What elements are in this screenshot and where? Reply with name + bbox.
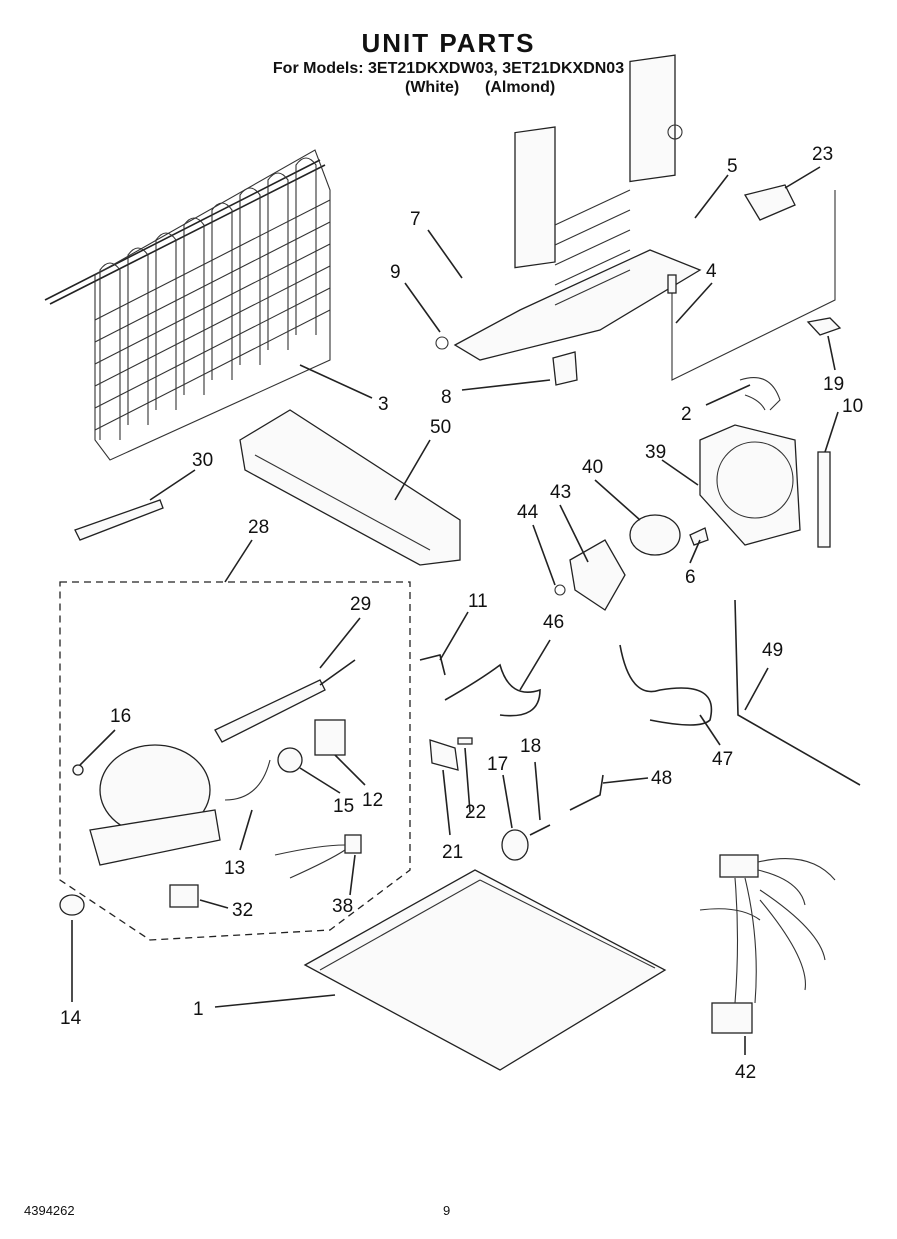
overload-15 <box>277 747 303 773</box>
callout-50: 50 <box>430 417 451 438</box>
clip-11 <box>419 654 446 676</box>
callout-44: 44 <box>517 502 539 523</box>
callout-1: 1 <box>193 999 204 1020</box>
callout-43: 43 <box>550 482 571 503</box>
callout-40: 40 <box>582 457 603 478</box>
callout-5: 5 <box>727 156 738 177</box>
callout-22: 22 <box>465 802 486 823</box>
bracket-8 <box>552 351 578 386</box>
base-pan-1 <box>303 869 667 1071</box>
callout-15: 15 <box>333 796 354 817</box>
callout-32: 32 <box>232 900 253 921</box>
callout-47: 47 <box>712 749 733 770</box>
clip-19 <box>806 317 842 336</box>
callout-21: 21 <box>442 842 463 863</box>
callout-19: 19 <box>823 374 844 395</box>
drain-trough-50 <box>239 409 461 566</box>
tube-49 <box>734 599 861 786</box>
defrost-terminator-wire <box>671 190 836 381</box>
callout-46: 46 <box>543 612 564 633</box>
coil-rail <box>94 309 331 431</box>
roller-17 <box>501 829 529 861</box>
coil-rail <box>94 221 331 343</box>
callout-7: 7 <box>410 209 421 230</box>
cord-2 <box>739 376 781 411</box>
screw-6 <box>689 527 709 546</box>
callout-48: 48 <box>651 768 672 789</box>
callout-42: 42 <box>735 1062 756 1083</box>
page-title: UNIT PARTS <box>361 28 536 58</box>
relay-12 <box>314 719 346 756</box>
model-numbers: For Models: 3ET21DKXDW03, 3ET21DKXDN03 <box>272 60 625 77</box>
callout-4: 4 <box>706 261 717 282</box>
evaporator-assembly <box>435 54 702 361</box>
fan-motor-40 <box>629 514 681 556</box>
bracket-21 <box>429 739 459 771</box>
strip-10 <box>817 451 831 548</box>
screw-22 <box>457 737 473 745</box>
coil-loop <box>267 172 289 350</box>
condenser-coil <box>44 149 331 461</box>
compressor-kit-boundary <box>59 581 411 941</box>
variant-almond: (Almond) <box>485 79 556 96</box>
nut-44 <box>554 584 566 596</box>
callout-28: 28 <box>248 517 269 538</box>
callout-14: 14 <box>60 1008 82 1029</box>
wiring-harness-42 <box>699 854 836 1034</box>
document-number: 4394262 <box>24 1203 75 1218</box>
connector-38 <box>344 834 362 854</box>
callout-39: 39 <box>645 442 666 463</box>
coil-loop <box>155 232 177 410</box>
coil-rail <box>94 243 331 365</box>
callout-8: 8 <box>441 387 452 408</box>
callout-23: 23 <box>812 144 833 165</box>
tube-46 <box>444 663 541 717</box>
callout-30: 30 <box>192 450 213 471</box>
callout-10: 10 <box>842 396 863 417</box>
coil-loop <box>239 187 261 365</box>
variant-white: (White) <box>405 79 460 96</box>
wire-connector-4 <box>667 274 677 294</box>
coil-loop <box>183 217 205 395</box>
leader-lines <box>71 166 839 1055</box>
coil-loop <box>127 247 149 425</box>
callout-18: 18 <box>520 736 541 757</box>
cord-13 <box>224 759 271 801</box>
callout-6: 6 <box>685 567 696 588</box>
callout-16: 16 <box>110 706 131 727</box>
cover-23 <box>743 184 796 221</box>
screw-16 <box>72 764 84 776</box>
fan-shroud-39 <box>699 424 801 546</box>
callout-11: 11 <box>468 591 488 612</box>
page-number: 9 <box>443 1203 451 1218</box>
callout-17: 17 <box>487 754 508 775</box>
coil-loop <box>99 262 121 440</box>
coil-loop <box>211 202 233 380</box>
callout-3: 3 <box>378 394 389 415</box>
callout-2: 2 <box>681 404 692 425</box>
tube-47 <box>619 644 713 726</box>
callout-13: 13 <box>224 858 245 879</box>
tube-48 <box>569 774 604 811</box>
coil-loop <box>295 157 317 335</box>
callout-labels: 23 5 7 9 4 19 10 3 8 2 50 39 30 40 43 44… <box>60 144 863 1083</box>
tie-strap-30 <box>74 499 164 541</box>
coil-rail <box>94 265 331 387</box>
callout-29: 29 <box>350 594 371 615</box>
capacitor-32 <box>169 884 199 908</box>
axle-18 <box>529 824 551 836</box>
callout-49: 49 <box>762 640 783 661</box>
callout-38: 38 <box>332 896 353 917</box>
callout-12: 12 <box>362 790 383 811</box>
grommet-14 <box>59 894 85 916</box>
drier-29 <box>214 679 326 743</box>
callout-9: 9 <box>390 262 401 283</box>
coil-rail <box>94 287 331 409</box>
fan-blade-43 <box>569 539 626 611</box>
coil-rail <box>94 199 331 321</box>
